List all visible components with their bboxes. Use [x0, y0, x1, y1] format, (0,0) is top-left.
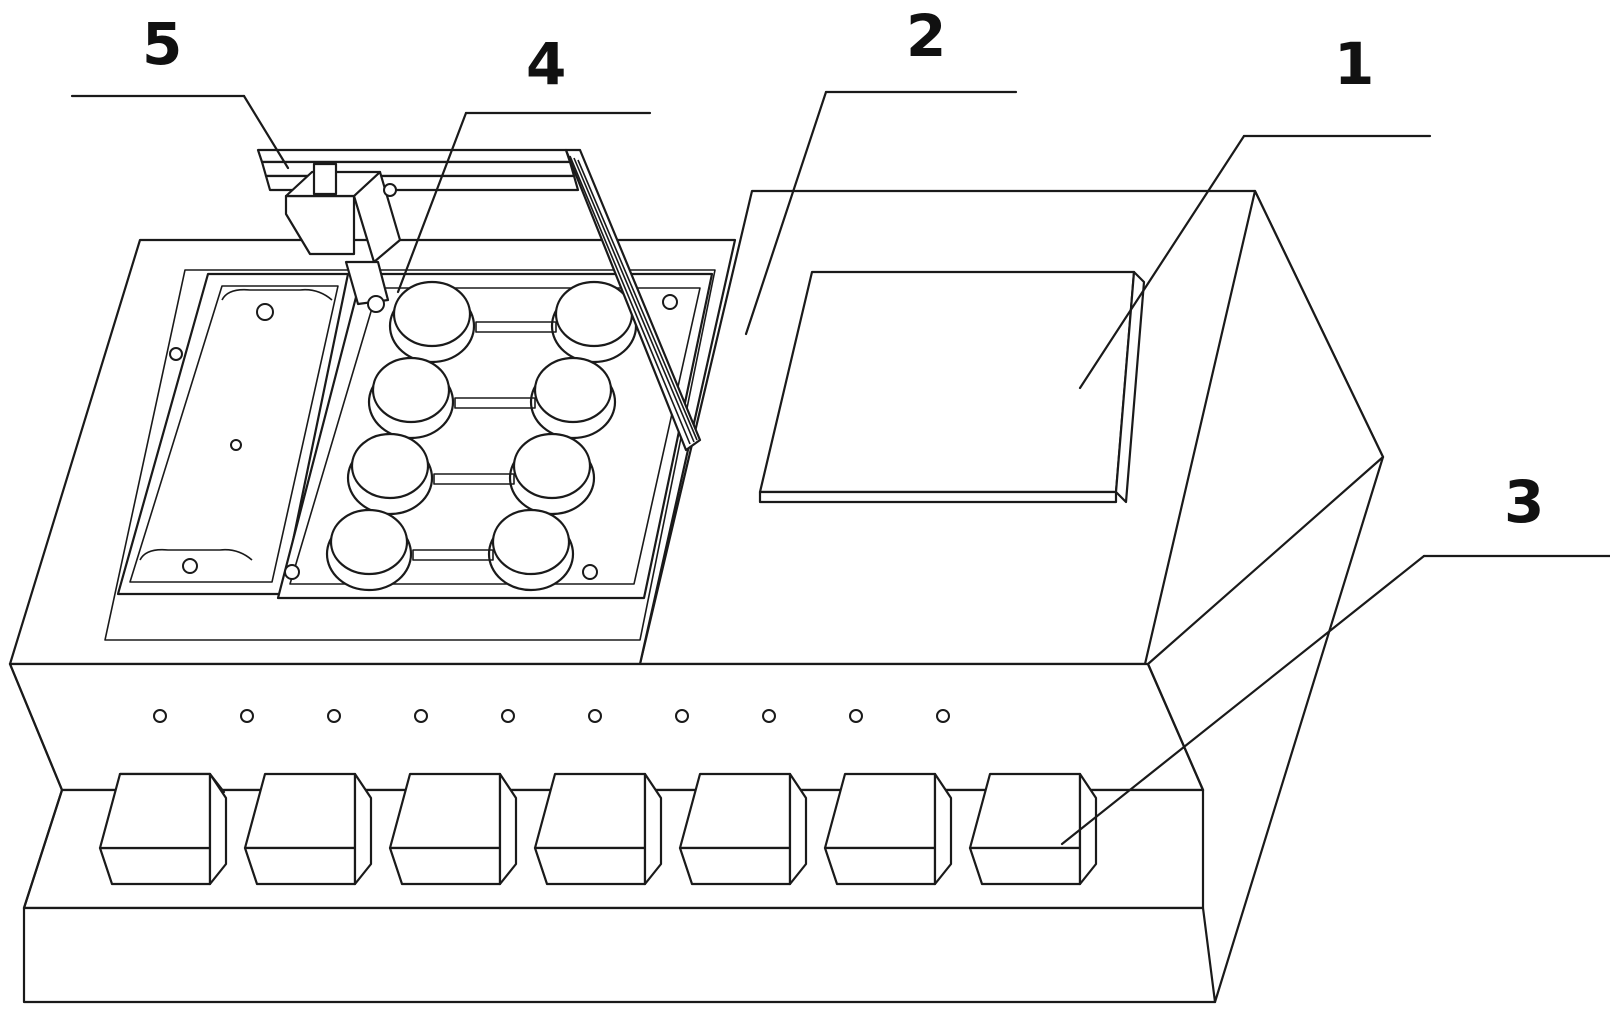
gantry-rail [256, 148, 702, 452]
cube-button[interactable] [968, 772, 1098, 886]
well [529, 356, 617, 440]
indicator-light [414, 709, 428, 723]
well [367, 356, 455, 440]
well [487, 508, 575, 592]
well [550, 280, 638, 364]
leader-lines [70, 90, 1610, 846]
indicator-lights [153, 709, 950, 723]
indicator-light [675, 709, 689, 723]
display-panel [758, 270, 1146, 504]
label-3: 3 [1504, 468, 1544, 536]
cube-button[interactable] [98, 772, 228, 886]
indicator-light [762, 709, 776, 723]
indicator-light [240, 709, 254, 723]
label-4: 4 [526, 30, 566, 98]
well [325, 508, 413, 592]
indicator-light [936, 709, 950, 723]
indicator-light [327, 709, 341, 723]
label-1: 1 [1334, 30, 1374, 98]
cube-button[interactable] [533, 772, 663, 886]
well-plate [276, 272, 714, 600]
indicator-light [849, 709, 863, 723]
indicator-light [153, 709, 167, 723]
well [508, 432, 596, 516]
well [388, 280, 476, 364]
cube-button[interactable] [823, 772, 953, 886]
probe-head [284, 162, 402, 313]
indicator-light [501, 709, 515, 723]
well [346, 432, 434, 516]
label-2: 2 [906, 2, 946, 70]
indicator-light [588, 709, 602, 723]
button-row [98, 772, 1098, 886]
well-connector [412, 321, 557, 561]
cube-button[interactable] [243, 772, 373, 886]
cube-button[interactable] [388, 772, 518, 886]
cube-button[interactable] [678, 772, 808, 886]
label-5: 5 [142, 10, 182, 78]
